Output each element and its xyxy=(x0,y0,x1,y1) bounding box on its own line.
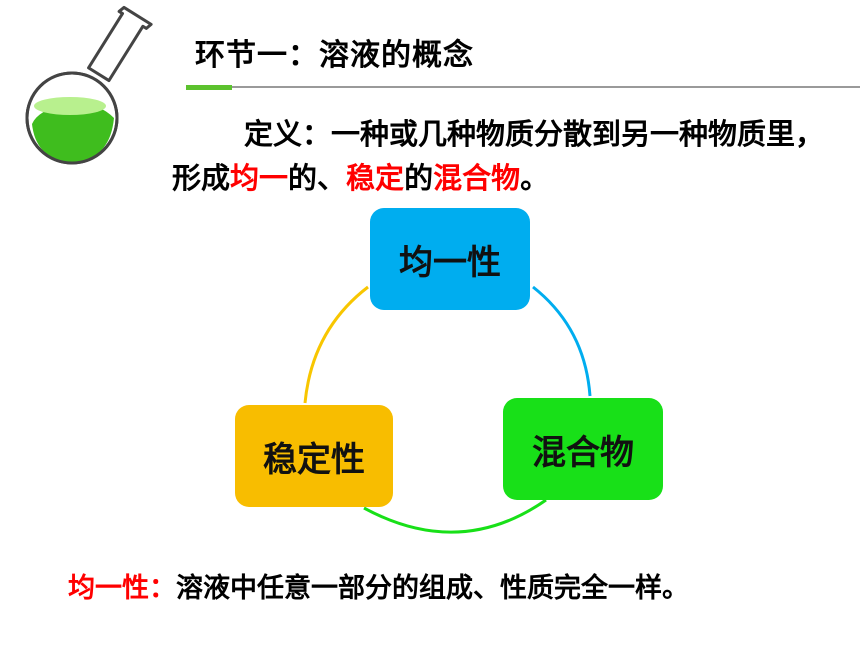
cycle-arc-left xyxy=(303,285,369,404)
definition-text: 定义：一种或几种物质分散到另一种物质里，形成均一的、稳定的混合物。 xyxy=(172,112,852,200)
definition-mid2: 的 xyxy=(404,161,434,195)
page-title: 环节一：溶液的概念 xyxy=(195,38,474,73)
definition-suffix: 。 xyxy=(520,161,550,195)
definition-highlight-uniform: 均一 xyxy=(230,161,289,195)
definition-prefix: 定义：一种或几种物质分散到另一种物质里，形成 xyxy=(172,117,825,195)
uniformity-note: 均一性：溶液中任意一部分的组成、性质完全一样。 xyxy=(68,566,689,605)
node-mixture: 混合物 xyxy=(503,398,663,500)
title-divider xyxy=(186,86,860,88)
note-term: 均一性： xyxy=(68,573,176,604)
cycle-arc-top-right xyxy=(532,285,592,397)
cycle-arc-bottom xyxy=(363,498,547,534)
definition-highlight-stable: 稳定 xyxy=(346,161,405,195)
title-divider-accent xyxy=(186,85,232,90)
definition-mid1: 的、 xyxy=(288,161,347,195)
definition-highlight-mixture: 混合物 xyxy=(433,161,521,195)
node-stability: 稳定性 xyxy=(235,405,393,507)
flask-icon xyxy=(25,5,153,165)
node-uniformity: 均一性 xyxy=(370,208,530,310)
note-text: 溶液中任意一部分的组成、性质完全一样。 xyxy=(176,573,689,604)
